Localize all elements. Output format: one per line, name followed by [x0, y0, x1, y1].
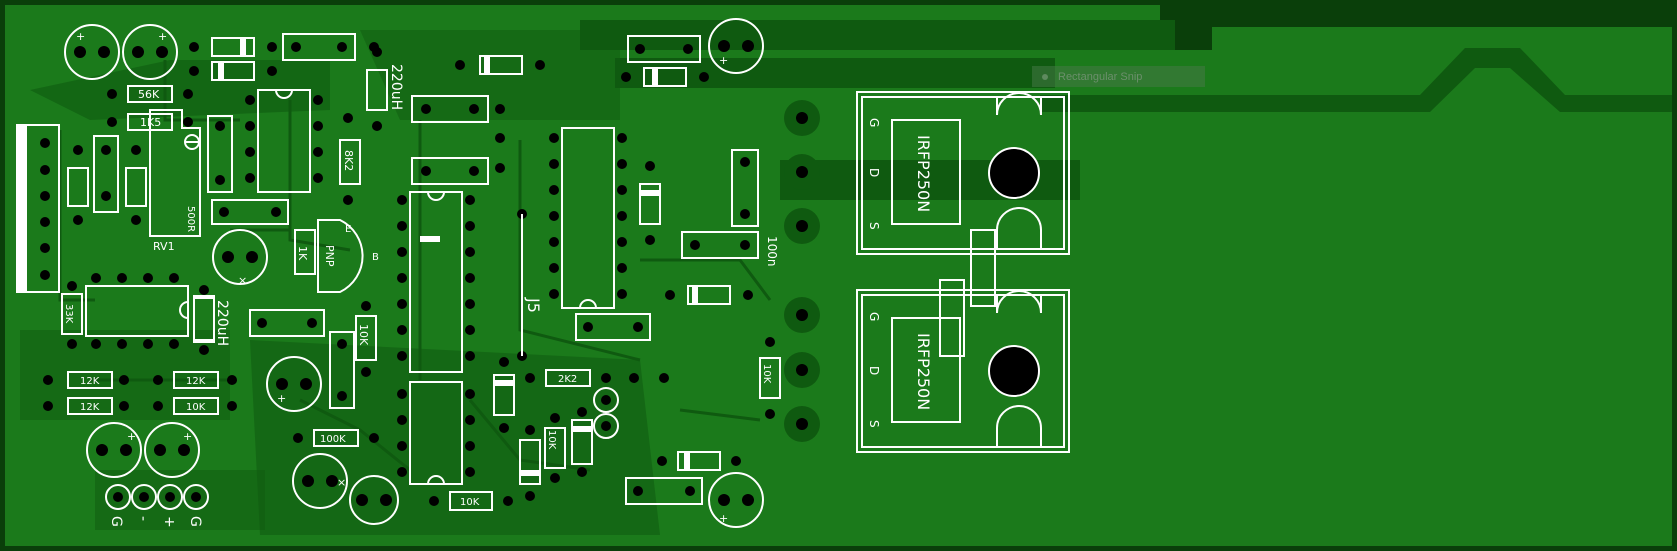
- octagon-pad-holes: [113, 395, 611, 502]
- label-rv1: RV1: [153, 240, 175, 253]
- svg-text:+: +: [183, 430, 192, 443]
- octagon-pads: [105, 387, 619, 510]
- trimmer-knob-icon: [184, 134, 200, 150]
- polarity-plus-marks: + + + × + + + × +: [76, 30, 728, 525]
- edge-connector-pads: [40, 138, 50, 280]
- label-r1k: 1K: [296, 246, 309, 261]
- link-outline-b: [939, 279, 965, 357]
- component-outlines: [61, 33, 781, 511]
- label-s2: S: [867, 420, 881, 428]
- link-outline-a: [970, 229, 996, 307]
- svg-text:+: +: [76, 30, 85, 43]
- label-s1: S: [867, 222, 881, 230]
- label-r33k: 33K: [63, 304, 74, 324]
- label-r10ke: 10K: [761, 364, 772, 384]
- label-r12ka: 12K: [80, 376, 100, 387]
- mosfet-q1: [856, 91, 1070, 255]
- label-q1: IRFP250N: [914, 135, 933, 212]
- label-r2k2: 2K2: [558, 374, 577, 385]
- snip-icon: [1042, 73, 1048, 80]
- label-r1k5: 1K5: [140, 116, 161, 129]
- label-g1: G: [867, 118, 881, 127]
- trimmer-outline: [149, 109, 201, 237]
- power-pads: [784, 100, 820, 442]
- ic-outlines: [85, 89, 615, 485]
- trace-layer: [20, 5, 1672, 535]
- label-b: B: [372, 252, 379, 263]
- svg-text:+: +: [277, 392, 286, 405]
- label-conn-minus: -: [135, 516, 151, 521]
- pnp-transistor-outline: [317, 219, 364, 293]
- label-conn-g1: G: [108, 516, 124, 527]
- label-r56k: 56K: [138, 88, 160, 101]
- label-r12kb: 12K: [80, 402, 100, 413]
- label-r8k2: 8K2: [342, 150, 355, 171]
- label-r10kb: 10K: [186, 402, 206, 413]
- label-pnp: PNP: [323, 245, 336, 267]
- label-l220b: 220uH: [214, 300, 230, 346]
- label-r10kd: 10K: [460, 497, 480, 508]
- ic-pin-pads: [91, 95, 627, 477]
- label-r10kc: 10K: [546, 430, 557, 450]
- label-conn-plus: +: [161, 516, 177, 528]
- inductor-outline: [193, 295, 215, 341]
- label-r10ka: 10K: [357, 324, 370, 346]
- label-l220a: 220uH: [388, 64, 404, 110]
- svg-text:+: +: [158, 30, 167, 43]
- svg-text:+: +: [719, 54, 728, 67]
- label-c100n: 100n: [765, 236, 779, 267]
- label-conn-g2: G: [187, 516, 203, 527]
- label-q2: IRFP250N: [914, 333, 933, 410]
- rectangular-snip-overlay[interactable]: Rectangular Snip: [1032, 66, 1205, 87]
- label-e: E: [345, 224, 351, 235]
- label-rv500: 500R: [185, 206, 196, 232]
- label-r12kc: 12K: [186, 376, 206, 387]
- capacitor-electrolytic: [64, 18, 764, 528]
- label-j5: J5: [524, 297, 543, 313]
- snip-label: Rectangular Snip: [1058, 70, 1143, 83]
- misc-pads: [43, 42, 775, 506]
- edge-connector-tab: [17, 125, 27, 292]
- label-r100k: 100K: [320, 434, 346, 445]
- label-d1: D: [867, 168, 881, 177]
- diode-bands: [218, 38, 698, 476]
- svg-text:×: ×: [337, 476, 346, 489]
- svg-text:×: ×: [238, 274, 247, 287]
- svg-text:+: +: [719, 512, 728, 525]
- svg-text:+: +: [127, 430, 136, 443]
- label-g2: G: [867, 312, 881, 321]
- capacitor-pads: [74, 40, 754, 506]
- label-d2: D: [867, 366, 881, 375]
